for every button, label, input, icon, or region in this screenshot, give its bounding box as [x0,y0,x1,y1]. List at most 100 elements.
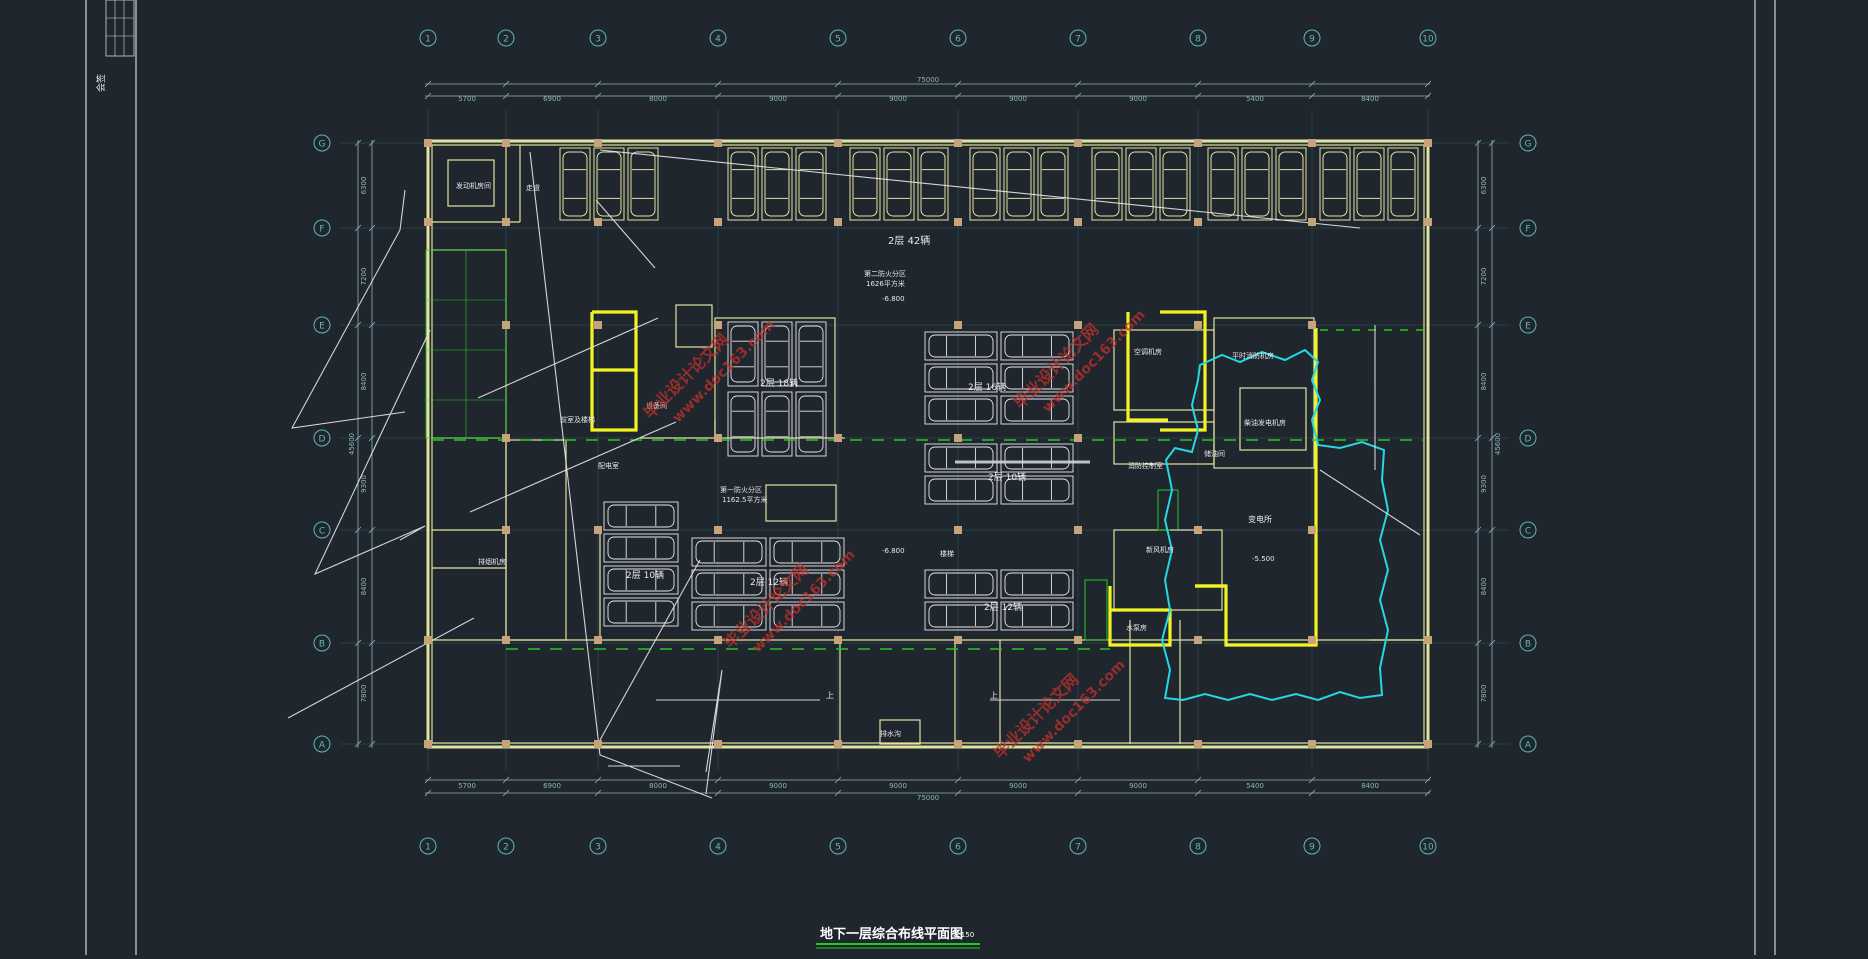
column-19 [834,636,842,644]
mid-left-stall-0-0 [727,321,759,387]
column-44 [1074,321,1082,329]
svg-text:2: 2 [503,35,509,45]
row-axis-C-right: C [1519,521,1537,539]
mid-left-stall-1-0 [727,391,759,457]
dim-bottom-3: 9000 [769,782,787,790]
column-30 [1194,740,1202,748]
label-elev-3: -5.500 [1252,555,1275,563]
svg-text:A: A [319,741,326,751]
column-42 [714,321,722,329]
label-room-right-b: 平时消防机房 [1232,351,1274,360]
label-room-left-b: 前室及楼梯 [560,415,595,424]
low-right-stall-0-0 [924,569,998,599]
dim-bottom-4: 9000 [889,782,907,790]
column-34 [1308,740,1316,748]
column-3 [424,636,432,644]
column-axis-8-bottom: 8 [1189,837,1207,855]
column-axis-7-bottom: 7 [1069,837,1087,855]
label-parking-low-left: 2层 10辆 [626,569,664,581]
top-stall-1-1 [761,147,793,221]
low-mid-stall-0-0 [691,537,767,567]
column-48 [594,526,602,534]
svg-text:B: B [319,640,325,650]
white-annotation-lines [287,149,1421,799]
column-33 [1308,218,1316,226]
low-left-stall-0 [603,501,679,531]
svg-text:F: F [1525,225,1530,235]
mid-left-stall-1-2 [795,391,827,457]
row-axis-E-right: E [1519,316,1537,334]
top-stall-3-0 [969,147,1001,221]
column-52 [1194,526,1202,534]
dim-left-3: 9300 [360,475,368,493]
dim-bottom-8: 8400 [1361,782,1379,790]
column-1 [424,218,432,226]
column-26 [1074,740,1082,748]
column-4 [502,139,510,147]
column-22 [954,740,962,748]
dim-top-4: 9000 [889,95,907,103]
column-0 [424,139,432,147]
svg-text:10: 10 [1422,843,1434,853]
mid-right-b-stall-1-1 [1000,475,1074,505]
inner-walls [431,144,1425,745]
svg-text:10: 10 [1422,35,1434,45]
column-axis-5-bottom: 5 [829,837,847,855]
column-27 [1074,636,1082,644]
dim-left-5: 7800 [360,685,368,703]
low-left-stall-2 [603,565,679,595]
top-parking-stalls [559,147,1419,221]
mid-left-stall-0-2 [795,321,827,387]
low-mid-stall-0-1 [769,537,845,567]
structural-columns [424,139,1432,748]
dim-total-bottom: 75000 [917,794,939,802]
column-37 [1424,218,1432,226]
top-stall-1-2 [795,147,827,221]
svg-text:E: E [319,322,325,332]
column-47 [502,526,510,534]
row-axis-F-right: F [1519,219,1537,237]
low-right-stall-1-1 [1000,601,1074,631]
dim-right-4: 8400 [1480,578,1488,596]
label-room-right-c: 柴油发电机房 [1244,418,1286,427]
column-51 [1074,526,1082,534]
column-axis-3-bottom: 3 [589,837,607,855]
label-room-left-c: 排烟机房 [478,557,506,566]
label-room-right-h: 水泵房 [1126,623,1147,632]
label-room-right-d: 储油间 [1204,449,1225,458]
mid-right-a-stall-2-0 [924,395,998,425]
top-stall-1-0 [727,147,759,221]
column-axis-2-bottom: 2 [497,837,515,855]
dim-bottom-1: 6900 [543,782,561,790]
column-39 [1424,636,1432,644]
label-room-right-g: 新风机房 [1146,545,1174,554]
mid-right-a-stall-0-1 [1000,331,1074,361]
column-axis-5-top: 5 [829,29,847,47]
svg-text:A: A [1525,741,1532,751]
column-17 [834,218,842,226]
row-axis-A-right: A [1519,735,1537,753]
label-parking-low-mid: 2层 12辆 [750,576,788,588]
dim-bottom-5: 9000 [1009,782,1027,790]
svg-text:9: 9 [1309,35,1315,45]
column-6 [502,740,510,748]
svg-text:6: 6 [955,843,961,853]
column-31 [1194,636,1202,644]
mid-right-b-stall-0-0 [924,443,998,473]
label-fire-zone-2-area: 1626平方米 [866,279,905,288]
dim-total-right: 45600 [1494,433,1502,455]
svg-text:C: C [319,527,325,537]
column-49 [714,526,722,534]
svg-text:7: 7 [1075,843,1081,853]
low-mid-stall-1-1 [769,569,845,599]
svg-text:D: D [1525,435,1532,445]
svg-text:B: B [1525,640,1531,650]
dim-top-7: 5400 [1246,95,1264,103]
column-axis-4-bottom: 4 [709,837,727,855]
column-axis-10-bottom: 10 [1419,837,1437,855]
top-stall-6-0 [1319,147,1351,221]
